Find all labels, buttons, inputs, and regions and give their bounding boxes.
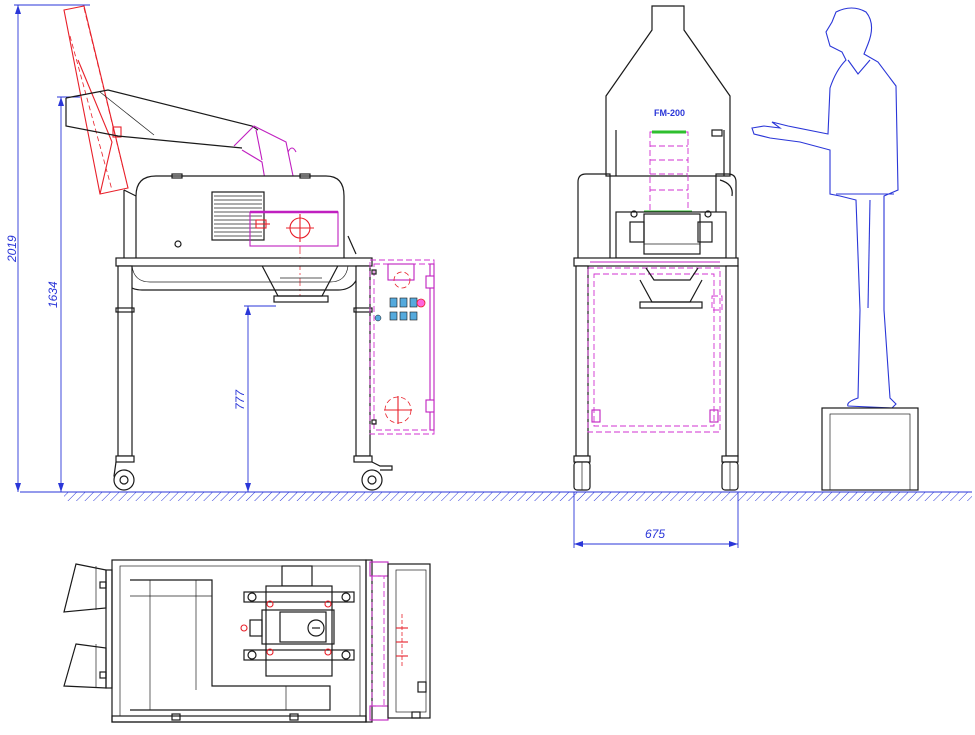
front-view: FM-200 bbox=[573, 5, 739, 548]
grinder-housing bbox=[123, 173, 357, 258]
human-scale-figure bbox=[751, 7, 919, 491]
person-outline bbox=[751, 7, 899, 409]
tilted-hopper bbox=[63, 5, 129, 195]
ground-line bbox=[20, 491, 972, 501]
outlet-funnel bbox=[257, 257, 343, 303]
support-frame bbox=[115, 257, 373, 457]
feed-hood: FM-200 bbox=[605, 5, 733, 197]
cutter-housing-front bbox=[577, 173, 737, 259]
caster-right bbox=[353, 455, 393, 491]
caster-front-right bbox=[721, 455, 739, 491]
dimension-width: 675 bbox=[573, 492, 739, 548]
caster-front-left bbox=[573, 455, 591, 491]
dimension-1634-label: 1634 bbox=[46, 281, 60, 308]
frame-top bbox=[111, 559, 367, 723]
top-view bbox=[63, 559, 431, 723]
dimension-2019-label: 2019 bbox=[5, 235, 19, 263]
control-cabinet-top bbox=[365, 559, 431, 723]
stand-front bbox=[573, 257, 739, 457]
dimension-outlet-height: 777 bbox=[233, 305, 276, 492]
step-platform bbox=[821, 407, 919, 491]
dimension-777-label: 777 bbox=[233, 389, 247, 410]
feed-hopper bbox=[65, 89, 259, 149]
model-label: FM-200 bbox=[654, 108, 685, 118]
dimension-overall-height: 2019 bbox=[5, 4, 90, 492]
cutter-top bbox=[240, 565, 355, 677]
hopper-top bbox=[63, 563, 113, 689]
control-buttons bbox=[374, 297, 426, 322]
dimension-675-label: 675 bbox=[645, 527, 665, 541]
dimension-hopper-height: 1634 bbox=[46, 96, 80, 492]
side-view bbox=[63, 5, 435, 491]
cutting-chamber bbox=[249, 210, 339, 296]
caster-left bbox=[113, 455, 135, 491]
control-cabinet bbox=[369, 259, 435, 435]
